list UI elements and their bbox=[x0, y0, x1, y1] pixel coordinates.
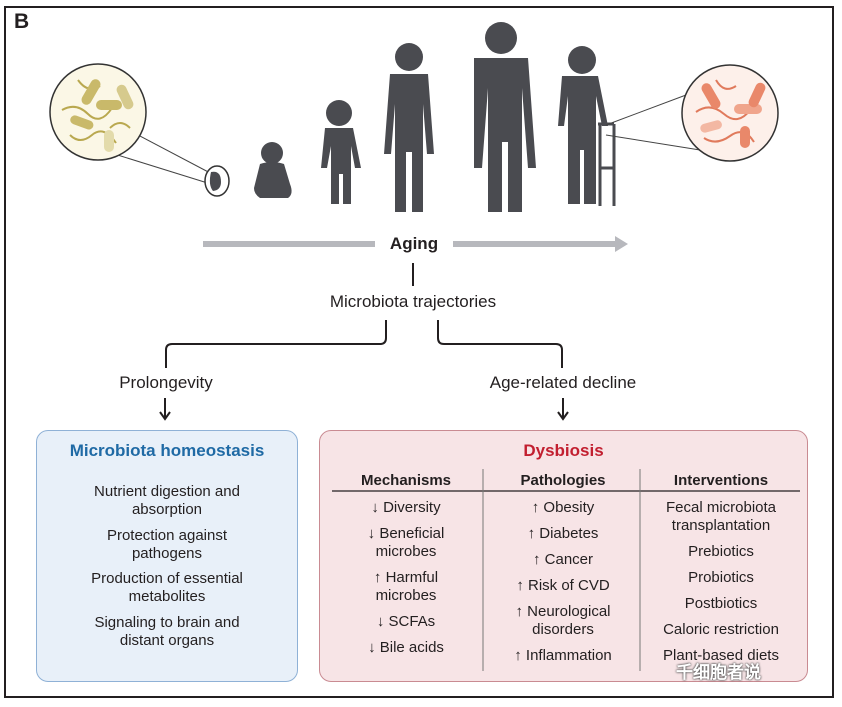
age-related-decline-label: Age-related decline bbox=[489, 373, 637, 392]
mechanisms-item: ↓ Bile acids bbox=[368, 639, 444, 656]
interventions-item: Postbiotics bbox=[684, 595, 758, 612]
mechanisms-item: ↓ Diversity bbox=[371, 499, 441, 516]
aging-arrow bbox=[203, 236, 628, 252]
mechanisms-item: ↓ SCFAs bbox=[376, 613, 436, 630]
prolongevity-label: Prolongevity bbox=[119, 373, 213, 392]
elderly-silhouette bbox=[558, 46, 608, 204]
pathologies-item: ↑ Obesity bbox=[531, 499, 595, 516]
pathologies-item: ↑ Diabetes bbox=[527, 525, 599, 542]
interventions-header: Interventions bbox=[673, 472, 769, 489]
up-arrow-icon: ↑ bbox=[514, 647, 526, 664]
child-silhouette bbox=[384, 43, 434, 212]
healthy-microbiota-magnifier bbox=[49, 63, 215, 186]
homeostasis-box: Microbiota homeostasis Nutrient digestio… bbox=[36, 430, 298, 682]
pathologies-item: ↑ Inflammation bbox=[514, 647, 612, 664]
toddler-silhouette bbox=[321, 100, 361, 204]
pathologies-item: ↑ Cancer bbox=[532, 551, 594, 568]
dysbiotic-microbiota-magnifier bbox=[605, 64, 779, 162]
up-arrow-icon: ↑ bbox=[373, 569, 386, 586]
microbiota-trajectories-label: Microbiota trajectories bbox=[329, 292, 497, 311]
pathologies-item: ↑ Risk of CVD bbox=[516, 577, 610, 594]
up-arrow-icon: ↑ bbox=[532, 551, 545, 568]
up-arrow-icon: ↑ bbox=[527, 525, 540, 542]
up-arrow-icon: ↑ bbox=[515, 603, 528, 620]
aging-label: Aging bbox=[389, 234, 439, 253]
panel-label: B bbox=[14, 10, 30, 33]
baby-silhouette bbox=[254, 142, 292, 198]
figure-frame bbox=[4, 6, 834, 698]
interventions-item: Probiotics bbox=[688, 569, 754, 586]
up-arrow-icon: ↑ bbox=[516, 577, 528, 594]
pathologies-header: Pathologies bbox=[520, 472, 606, 489]
homeostasis-title: Microbiota homeostasis bbox=[69, 441, 265, 460]
adult-silhouette bbox=[474, 22, 536, 212]
interventions-item: Caloric restriction bbox=[663, 621, 779, 638]
dysbiosis-title: Dysbiosis bbox=[523, 441, 604, 460]
dysbiosis-table-lines bbox=[332, 469, 800, 671]
down-arrow-icon: ↓ bbox=[367, 525, 380, 542]
trajectory-connector bbox=[159, 263, 569, 421]
up-arrow-icon: ↑ bbox=[531, 499, 544, 516]
down-arrow-icon: ↓ bbox=[371, 499, 384, 516]
down-arrow-icon: ↓ bbox=[368, 639, 380, 656]
down-arrow-icon: ↓ bbox=[376, 613, 389, 630]
fetus-icon bbox=[204, 165, 230, 197]
walker-icon bbox=[598, 122, 616, 206]
interventions-item: Prebiotics bbox=[688, 543, 754, 560]
dysbiosis-box: Dysbiosis Mechanisms Pathologies Interve… bbox=[319, 430, 808, 682]
watermark: 千细胞者说 bbox=[676, 663, 761, 682]
interventions-item: Plant-based diets bbox=[663, 647, 779, 664]
mechanisms-header: Mechanisms bbox=[360, 472, 452, 489]
